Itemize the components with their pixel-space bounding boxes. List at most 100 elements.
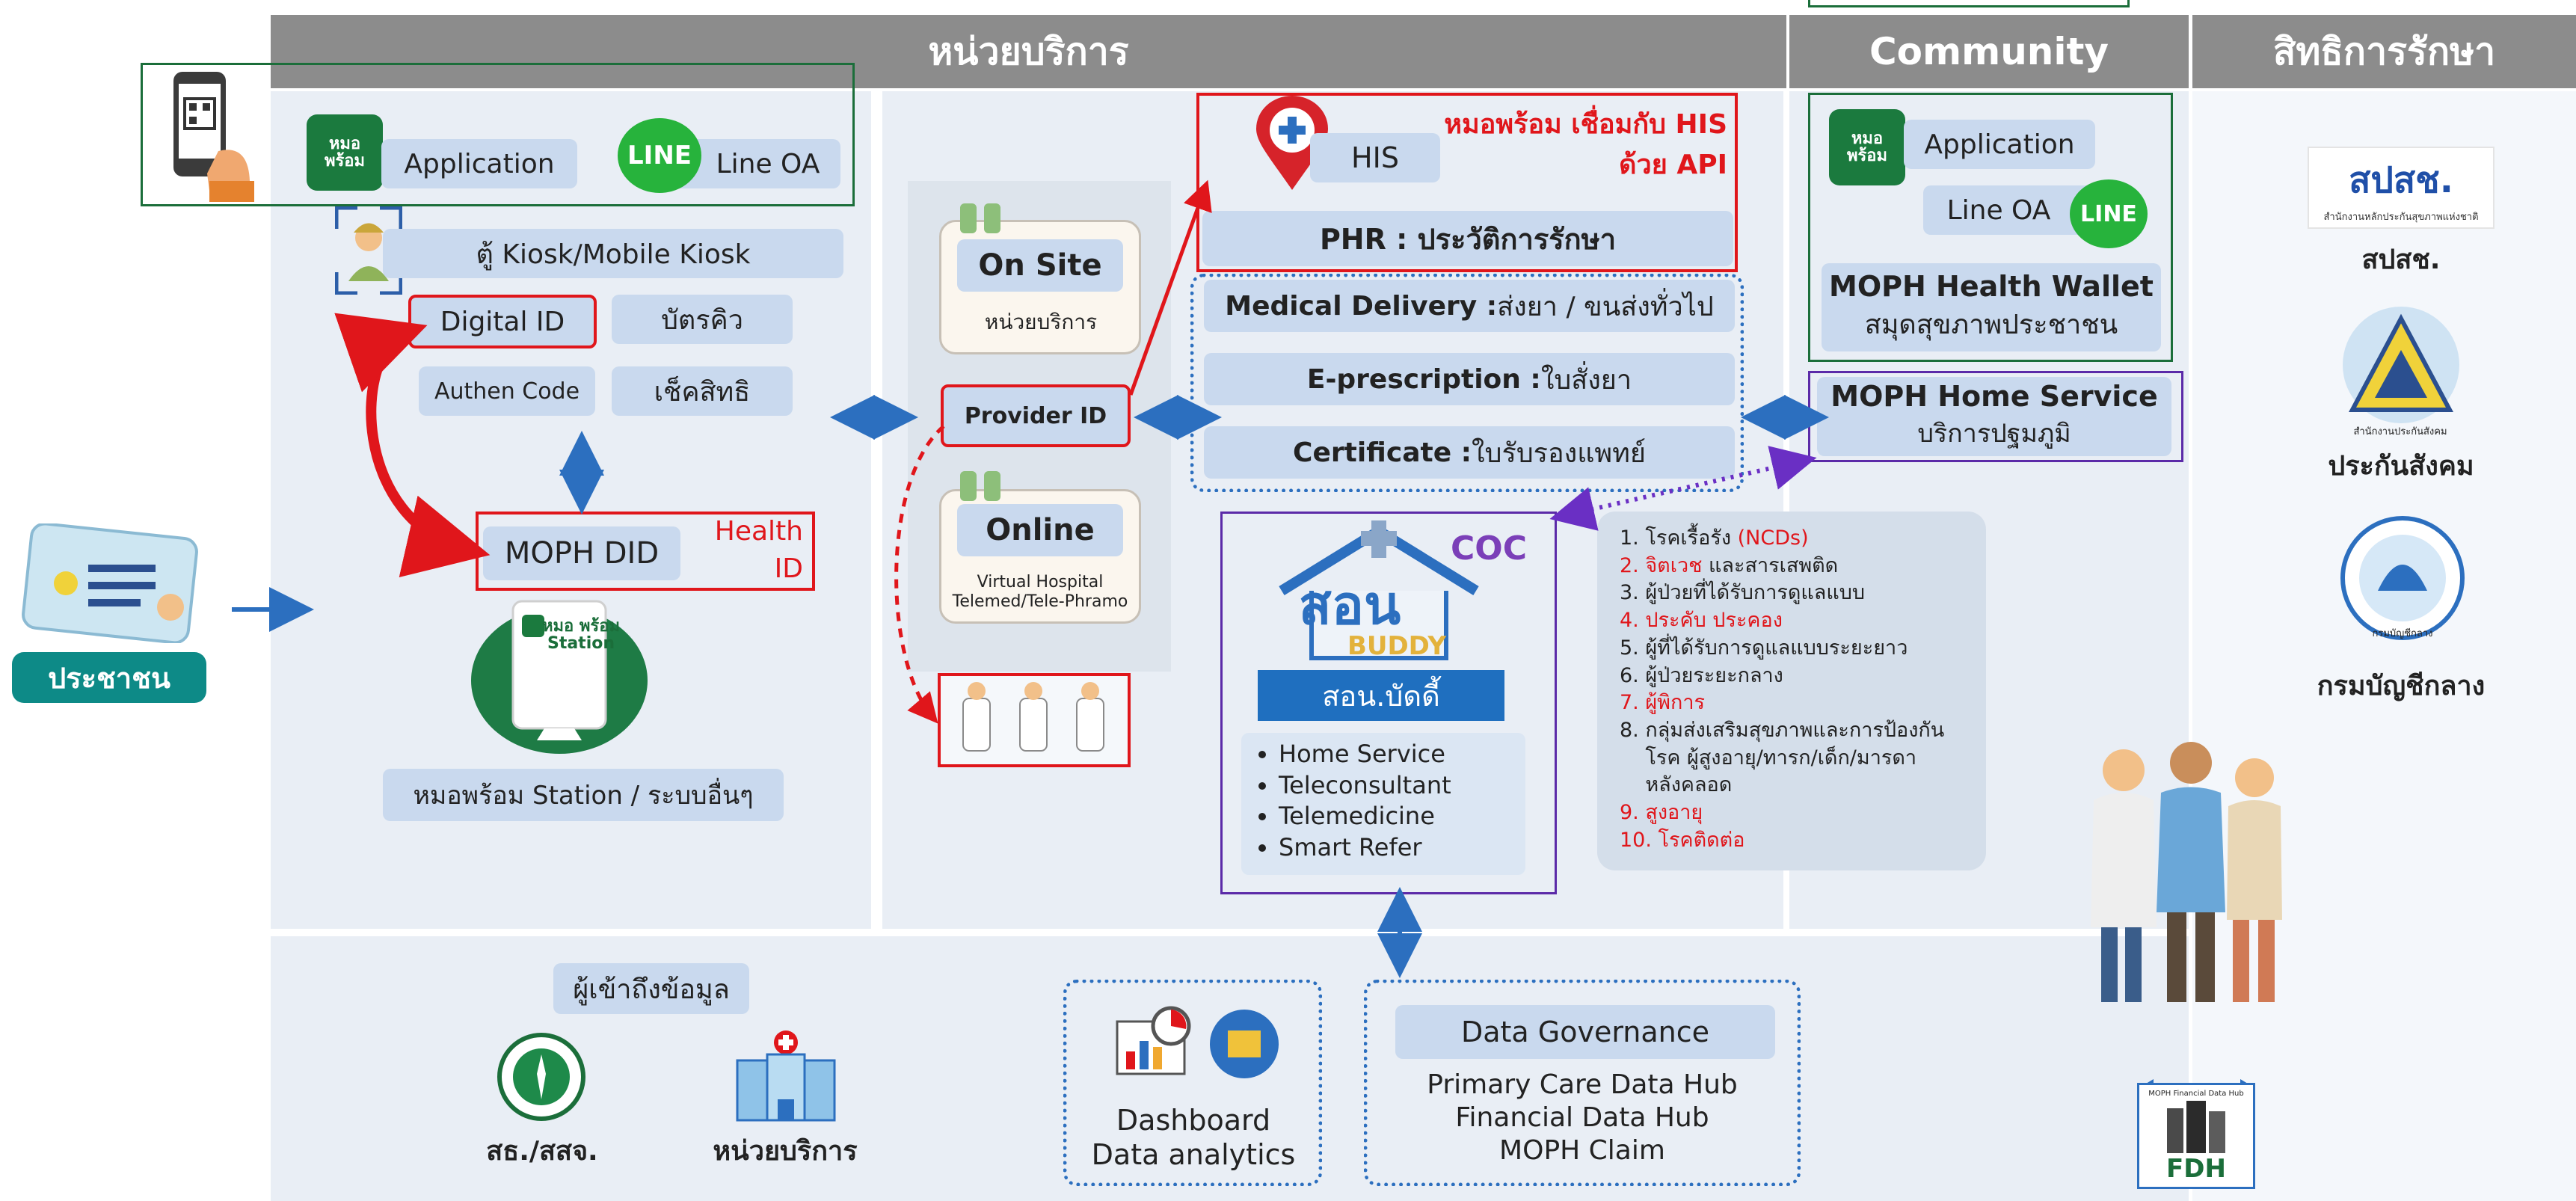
group-text: สูงอายุ [1645, 801, 1703, 825]
data-governance-label: Data Governance [1460, 1016, 1710, 1048]
group-item: 3. ผู้ป่วยที่ได้รับการดูแลแบบ [1620, 580, 1986, 607]
arrow-digital-id-did [334, 313, 491, 577]
cgd-logo-icon [2340, 516, 2465, 648]
fdh-server-icon [2167, 1101, 2225, 1153]
data-access-text: ผู้เข้าถึงข้อมูล [573, 974, 730, 1005]
data-governance-button[interactable]: Data Governance [1395, 1005, 1775, 1059]
phr-button[interactable]: PHR : ประวัติการรักษา [1202, 211, 1733, 266]
buddy-service-item: Smart Refer [1279, 832, 1525, 864]
provider-id-label: Provider ID [964, 402, 1107, 429]
header-rights-label: สิทธิการรักษา [2272, 29, 2496, 73]
certificate-bold: Certificate : [1293, 437, 1472, 468]
sso-logo-icon [2337, 305, 2465, 440]
community-line-label: Line OA [1946, 194, 2051, 226]
community-application-button[interactable]: Application [1904, 120, 2095, 169]
on-site-binder-icon [960, 203, 1002, 233]
group-number: 10. [1620, 828, 1652, 852]
analytics-label: Data analytics [1091, 1138, 1296, 1171]
health-wallet-card[interactable]: MOPH Health Wallet สมุดสุขภาพประชาชน [1822, 263, 2161, 351]
group-text: ผู้ป่วยที่ได้รับการดูแลแบบ [1645, 581, 1866, 605]
his-note: หมอพร้อม เชื่อมกับ HIS ด้วย API [1444, 109, 1727, 180]
header-service-units: หน่วยบริการ [271, 15, 1786, 88]
data-access-label: ผู้เข้าถึงข้อมูล [553, 963, 749, 1014]
check-rights-label: เช็คสิทธิ [654, 376, 751, 408]
fdh-caption: MOPH Financial Data Hub [2148, 1090, 2244, 1098]
health-wallet-title: MOPH Health Wallet [1829, 269, 2154, 303]
hospital-icon [722, 1028, 849, 1125]
buddy-logo-main: สอน [1298, 573, 1401, 636]
station-label-text: หมอพร้อม Station / ระบบอื่นๆ [413, 781, 754, 811]
moph-did-button[interactable]: MOPH DID [483, 526, 680, 580]
queue-card-button[interactable]: บัตรคิว [612, 295, 793, 344]
online-label: Online [986, 513, 1095, 547]
group-number: 8. [1620, 719, 1639, 743]
community-line-button[interactable]: Line OA [1923, 185, 2097, 235]
coc-label: COC [1451, 529, 1527, 568]
community-mohpromp-icon: หมอ พร้อม [1829, 109, 1905, 185]
group-number: 5. [1620, 636, 1639, 660]
cgd-label: กรมบัญชีกลาง [2317, 671, 2486, 701]
group-item: 6. ผู้ป่วยระยะกลาง [1620, 663, 1986, 690]
home-service-card[interactable]: MOPH Home Service บริการปฐมภูมิ [1817, 377, 2171, 456]
group-text: จิตเวช [1645, 553, 1703, 577]
on-site-button[interactable]: On Site [957, 239, 1123, 292]
health-id-label: Health ID [714, 516, 803, 585]
hub-financial: Financial Data Hub [1455, 1102, 1709, 1133]
id-card-icon [21, 522, 200, 645]
nhso-logo-sub: สำนักงานหลักประกันสุขภาพแห่งชาติ [2323, 211, 2479, 223]
service-unit-label: หน่วยบริการ [713, 1136, 858, 1167]
community-line-icon: LINE [2070, 179, 2148, 248]
home-service-title: MOPH Home Service [1830, 380, 2158, 413]
kiosk-button[interactable]: ตู้ Kiosk/Mobile Kiosk [383, 229, 843, 278]
buddy-name-badge: สอน.บัดดี้ [1258, 670, 1504, 721]
sso-label: ประกันสังคม [2328, 451, 2474, 482]
community-line-text: LINE [2080, 200, 2137, 227]
eprescription-button[interactable]: E-prescription : ใบสั่งยา [1204, 353, 1735, 405]
buddy-service-item: Teleconsultant [1279, 770, 1525, 802]
medical-delivery-button[interactable]: Medical Delivery : ส่งยา / ขนส่งทั่วไป [1204, 280, 1735, 332]
online-button[interactable]: Online [957, 504, 1123, 556]
station-icon [470, 598, 649, 755]
rights-panel [2192, 91, 2576, 1201]
governance-frame [1364, 980, 1801, 1186]
mohpromp-logo-icon: หมอ พร้อม [307, 114, 383, 191]
buddy-house-icon [1267, 516, 1491, 666]
group-text: ผู้พิการ [1645, 691, 1705, 715]
group-item: 5. ผู้ที่ได้รับการดูแลแบบระยะยาว [1620, 635, 1986, 663]
hub-claim: MOPH Claim [1499, 1135, 1665, 1166]
fdh-label: FDH [2166, 1154, 2226, 1184]
on-site-label: On Site [978, 248, 1102, 283]
buddy-service-item: Telemedicine [1279, 801, 1525, 832]
dashboard-label: Dashboard [1116, 1104, 1271, 1137]
eprescription-rest: ใบสั่งยา [1540, 364, 1632, 396]
buddy-name: สอน.บัดดี้ [1322, 679, 1440, 713]
group-text: โรคติดต่อ [1658, 828, 1745, 852]
buddy-services-list: Home Service Teleconsultant Telemedicine… [1241, 733, 1525, 875]
mohpromp-logo-text: หมอ พร้อม [324, 134, 366, 171]
community-mohpromp-text: หมอ พร้อม [1846, 129, 1888, 165]
group-item: 10. โรคติดต่อ [1620, 827, 1986, 855]
group-text-rest: และสารเสพติด [1702, 553, 1839, 577]
his-label: HIS [1351, 141, 1399, 174]
phr-label: PHR : ประวัติการรักษา [1319, 222, 1617, 256]
application-label: Application [404, 148, 555, 179]
header-community-label: Community [1869, 30, 2109, 73]
target-groups-panel: 1. โรคเรื้อรัง (NCDs) 2. จิตเวช และสารเส… [1597, 512, 1986, 870]
hub-primary: Primary Care Data Hub [1427, 1069, 1738, 1100]
application-button[interactable]: Application [381, 139, 577, 188]
check-rights-button[interactable]: เช็คสิทธิ [612, 366, 793, 416]
kiosk-user-icon [334, 206, 403, 295]
people-illustration [2079, 740, 2296, 1010]
group-item: 9. สูงอายุ [1620, 799, 1986, 827]
dashboard-icon [1113, 999, 1285, 1089]
group-number: 4. [1620, 609, 1639, 633]
buddy-services: Home Service Teleconsultant Telemedicine… [1241, 739, 1525, 863]
group-item: 4. ประคับ ประคอง [1620, 607, 1986, 635]
fdh-box: MOPH Financial Data Hub FDH [2137, 1083, 2255, 1189]
his-button[interactable]: HIS [1310, 133, 1440, 182]
arrow-homeservice-buddy [1549, 446, 1817, 531]
station-logo-text: หมอ พร้อม Station [542, 617, 620, 654]
kiosk-label: ตู้ Kiosk/Mobile Kiosk [476, 239, 751, 270]
provider-id-button[interactable]: Provider ID [941, 384, 1131, 447]
